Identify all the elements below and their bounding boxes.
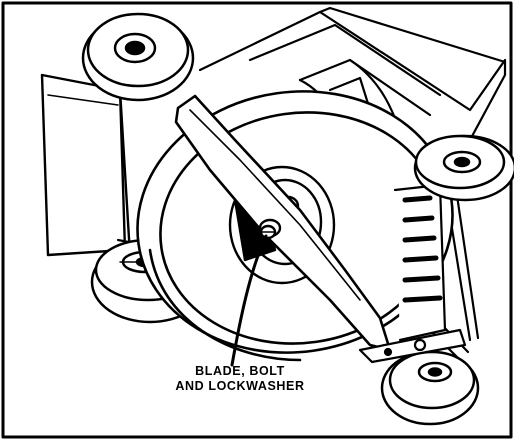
wheel-rear-left [81,12,195,102]
callout-line-1: BLADE, BOLT [195,364,285,378]
height-adjuster [358,328,467,364]
callout-leader-line [230,234,268,367]
blade-bolt-icon [258,218,282,240]
callout-label: BLADE, BOLT AND LOCKWASHER [150,364,330,394]
wheel-rear-right [413,134,514,202]
rear-flap [40,73,132,257]
callout-line-2: AND LOCKWASHER [175,379,305,393]
wheel-front-right [380,350,480,426]
